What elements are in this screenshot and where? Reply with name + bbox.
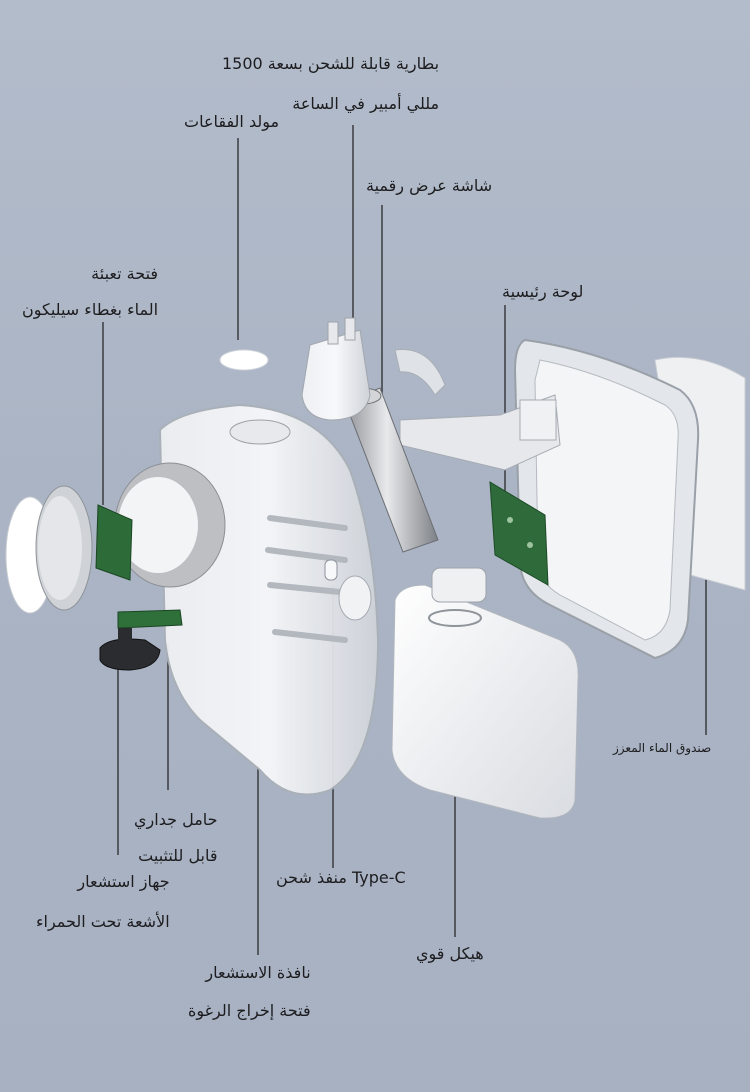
window-line2: فتحة إخراج الرغوة [188, 1001, 311, 1020]
display-label: شاشة عرض رقمية [366, 176, 493, 195]
fill-opening-label: فتحة تعبئة الماء بغطاء سيليكون [22, 256, 158, 328]
ir-sensor-line1: جهاز استشعار [77, 872, 170, 891]
main-board-label: لوحة رئيسية [502, 282, 584, 301]
bubble-generator-label: مولد الفقاعات [184, 112, 280, 131]
ir-sensor-line2: الأشعة تحت الحمراء [36, 912, 170, 931]
battery-label-line2: مللي أمبير في الساعة [292, 94, 440, 113]
window-label: نافذة الاستشعار فتحة إخراج الرغوة [188, 954, 311, 1030]
type-c-label: Type-C منفذ شحن [276, 868, 406, 887]
silicone-cap [5, 485, 133, 614]
main-board [489, 481, 549, 586]
body-label: هيكل قوي [416, 944, 484, 963]
fill-opening-line1: فتحة تعبئة [91, 264, 159, 283]
window-line1: نافذة الاستشعار [205, 963, 311, 982]
water-tank [391, 567, 579, 819]
battery-label: بطارية قابلة للشحن بسعة 1500 مللي أمبير … [222, 44, 439, 124]
ir-sensor-label: جهاز استشعار الأشعة تحت الحمراء [36, 862, 170, 942]
wall-holder-label: حامل جداري قابل للتثبيت [134, 802, 218, 874]
fill-opening-line2: الماء بغطاء سيليكون [22, 300, 159, 319]
back-cover [513, 338, 746, 660]
water-box-label: صندوق الماء المعزز [613, 741, 712, 755]
wall-holder-line2: قابل للتثبيت [138, 846, 218, 865]
wall-holder [99, 609, 183, 671]
bracket-assembly [394, 348, 561, 471]
bubble-generator [219, 317, 371, 421]
main-shell [114, 403, 380, 796]
wall-holder-line1: حامل جداري [134, 810, 218, 829]
battery-label-line1: بطارية قابلة للشحن بسعة 1500 [222, 54, 440, 73]
